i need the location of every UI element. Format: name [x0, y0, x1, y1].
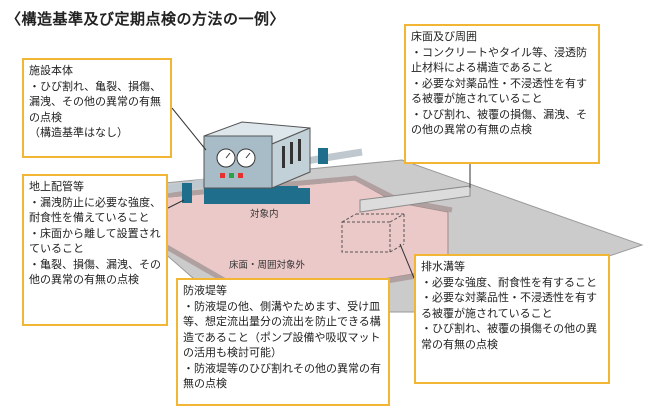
callout-item: ・防液堤の他、側溝やためます、受け皿等、想定流出量分の流出を防止できる構造である…: [183, 299, 381, 360]
callout-item: （構造基準はなし）: [29, 126, 128, 139]
drain-pit: [341, 213, 405, 253]
callout-heading: 排水溝等: [421, 260, 465, 273]
callout-floor-surroundings: 床面及び周囲 ・コンクリートやタイル等、浸透防止材料による構造であること ・必要…: [404, 24, 600, 164]
tank-machine: [203, 121, 311, 204]
callout-item: ・必要な対薬品性・不浸透性を有する被覆が施されていること: [411, 76, 587, 106]
leader-line-shisetsu: [171, 107, 207, 151]
page-title: 〈構造基準及び定期点検の方法の一例〉: [6, 10, 286, 28]
callout-heading: 地上配管等: [29, 180, 84, 193]
callout-item: ・防液堤等のひび割れその他の異常の有無の点検: [183, 361, 381, 391]
callout-ground-piping: 地上配管等 ・漏洩防止に必要な強度、耐食性を備えていること ・床面から離して設置…: [22, 174, 168, 326]
leader-line-haikan: [167, 199, 185, 209]
label-inside-area: 対象内: [250, 209, 279, 220]
callout-facility-body: 施設本体 ・ひび割れ、亀裂、損傷、漏洩、その他の異常の有無の点検 （構造基準はな…: [22, 58, 172, 158]
callout-item: ・床面から離して設置されていること: [29, 226, 161, 256]
callout-dike: 防液堤等 ・防液堤の他、側溝やためます、受け皿等、想定流出量分の流出を防止できる…: [176, 278, 390, 406]
callout-item: ・必要な強度、耐食性を有すること: [421, 275, 597, 289]
callout-heading: 防液堤等: [183, 284, 227, 297]
callout-item: ・亀裂、損傷、漏洩、その他の異常の有無の点検: [29, 257, 161, 287]
callout-item: ・ひび割れ、被覆の損傷その他の異常の有無の点検: [421, 322, 598, 351]
callout-heading: 施設本体: [29, 64, 73, 77]
callout-item: ・ひび割れ、被覆の損傷、漏洩、その他の異常の有無の点検: [411, 107, 588, 137]
callout-item: ・漏洩防止に必要な強度、耐食性を備えていること: [29, 195, 161, 225]
drain-trench: [359, 185, 471, 213]
callout-item: ・ひび割れ、亀裂、損傷、漏洩、その他の異常の有無の点検: [29, 79, 162, 124]
label-outside-area: 床面・周囲対象外: [229, 260, 306, 271]
leader-line-haisui: [399, 243, 415, 279]
callout-item: ・必要な対薬品性・不浸透性を有する被覆が施されていること: [421, 291, 597, 320]
pipe-valve: [318, 148, 328, 164]
callout-item: ・コンクリートやタイル等、浸透防止材料による構造であること: [411, 45, 587, 75]
callout-heading: 床面及び周囲: [411, 30, 477, 43]
callout-drainage: 排水溝等 ・必要な強度、耐食性を有すること ・必要な対薬品性・不浸透性を有する被…: [414, 254, 610, 384]
